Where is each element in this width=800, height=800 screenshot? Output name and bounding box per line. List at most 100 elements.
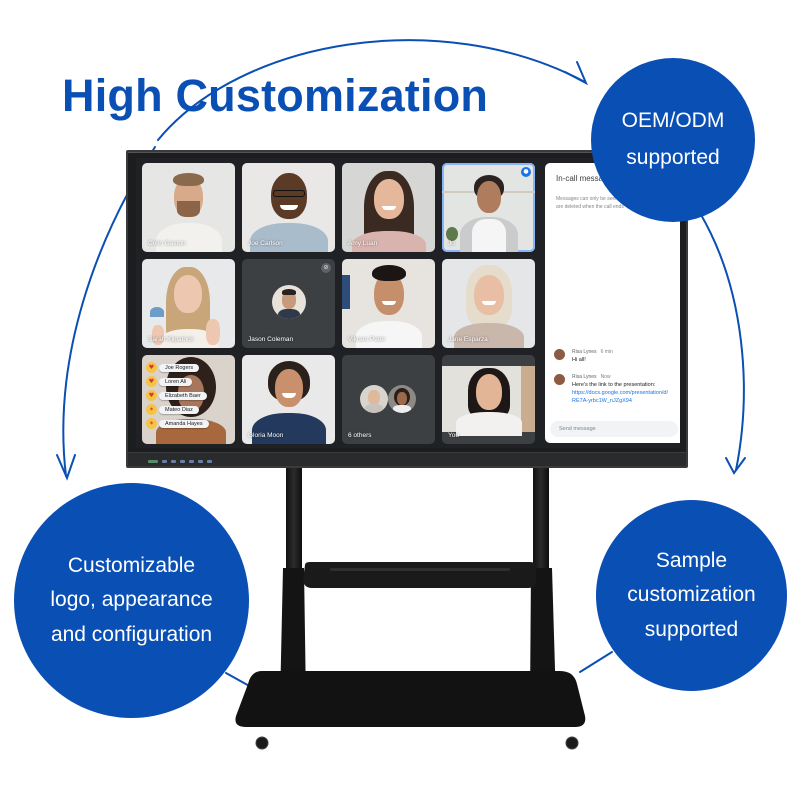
party-emoji-icon: ✶ — [146, 418, 157, 429]
reaction-name: Elizabeth Baer — [159, 391, 207, 400]
base-platform — [235, 671, 586, 727]
participant-tile[interactable]: Joe Carlson — [242, 163, 335, 252]
participant-tile[interactable]: Vikram Patel — [342, 259, 435, 348]
participant-tile-self[interactable]: You — [442, 355, 535, 444]
participant-name: Gloria Moon — [248, 432, 284, 439]
message-body: Here's the link to the presentation: — [572, 382, 656, 388]
participant-tile-group[interactable]: 6 others — [342, 355, 435, 444]
bubble-line: and configuration — [50, 622, 213, 646]
heart-eyes-emoji-icon: ♥ — [146, 362, 157, 373]
chat-notice: Messages can only be seen by people in t… — [556, 196, 674, 210]
right-leg — [530, 568, 556, 703]
sender-avatar — [554, 374, 565, 385]
caster-wheels — [255, 736, 579, 750]
interactive-display: Colin Gaston Joe Carlson — [126, 150, 688, 468]
message-text: Hi all! — [572, 357, 586, 363]
arrowhead-top — [564, 61, 589, 86]
send-message-input[interactable]: Send message — [550, 421, 678, 437]
participant-video — [242, 163, 335, 252]
reaction-item: ♥ Elizabeth Baer — [146, 390, 209, 401]
participant-tile[interactable]: Amy Luan — [342, 163, 435, 252]
reaction-name: Amanda Hayes — [159, 419, 209, 428]
message-text: Here's the link to the presentation: htt… — [572, 382, 668, 406]
presentation-link-cont[interactable]: RE7A-yrbc1W_nJZgX94 — [572, 397, 632, 404]
shelf — [303, 562, 536, 588]
feature-bubble-oem: OEM/ODM supported — [591, 58, 755, 222]
participant-name: 6 others — [348, 432, 372, 439]
participant-name: You — [448, 432, 459, 439]
connector-right — [579, 651, 613, 673]
arc-right — [699, 212, 745, 471]
participant-avatar — [360, 385, 388, 413]
sender-name: Risa Lynes — [572, 349, 597, 355]
reaction-item: ✶ Mateo Diaz — [146, 404, 209, 415]
participant-name: Jane Esparza — [448, 336, 488, 343]
video-call-screen: Colin Gaston Joe Carlson — [136, 158, 680, 448]
feature-bubble-logo: Customizable logo, appearance and config… — [14, 483, 249, 718]
message-time: 6 min — [600, 349, 613, 355]
participant-avatar — [388, 385, 416, 413]
party-emoji-icon: ✶ — [146, 404, 157, 415]
reaction-item: ♥ Loren Ali — [146, 376, 209, 387]
participant-name: Amy Luan — [348, 240, 378, 247]
participant-name: Sarah Kilpatrick — [148, 336, 194, 343]
message-time: Now — [600, 374, 611, 380]
bubble-line: OEM/ODM — [621, 109, 725, 133]
feature-bubble-sample: Sample customization supported — [596, 500, 787, 691]
reaction-name: Mateo Diaz — [159, 405, 199, 414]
participant-video — [442, 259, 535, 348]
participant-tile-active[interactable]: ● Jo — [442, 163, 535, 252]
page-headline: High Customization — [62, 70, 489, 121]
presentation-link[interactable]: https://docs.google.com/presentation/d/ — [572, 389, 669, 396]
participant-tile[interactable]: Sarah Kilpatrick — [142, 259, 235, 348]
chat-title: In-call messages — [556, 174, 617, 183]
participant-video — [142, 259, 235, 348]
speaking-icon: ● — [521, 167, 531, 177]
participant-tile[interactable]: Colin Gaston — [142, 163, 235, 252]
participant-tile[interactable]: ⊘ Jason Coleman — [242, 259, 335, 348]
participant-name: Joe Carlson — [248, 240, 283, 247]
reaction-list: ♥ Joe Rogers ♥ Loren Ali ♥ Elizabeth Bae… — [146, 362, 209, 429]
participant-video — [442, 163, 535, 252]
participant-name: Jason Coleman — [248, 336, 294, 343]
reaction-item: ♥ Joe Rogers — [146, 362, 209, 373]
bubble-line: supported — [644, 617, 739, 641]
right-pole — [533, 466, 549, 574]
participant-tile[interactable]: ♥ Joe Rogers ♥ Loren Ali ♥ Elizabeth Bae… — [142, 355, 235, 444]
mic-off-icon: ⊘ — [321, 263, 331, 273]
reaction-name: Joe Rogers — [159, 363, 200, 372]
arrowhead-left — [56, 454, 76, 481]
participant-tile[interactable]: Jane Esparza — [442, 259, 535, 348]
participant-name: Colin Gaston — [148, 240, 186, 247]
display-bezel — [128, 452, 686, 466]
participant-video — [342, 163, 435, 252]
participant-video — [442, 366, 535, 436]
reaction-item: ✶ Amanda Hayes — [146, 418, 209, 429]
bubble-line: supported — [626, 146, 720, 169]
participant-video — [142, 163, 235, 252]
participant-avatar — [272, 285, 306, 319]
reaction-name: Loren Ali — [159, 377, 193, 386]
front-ports — [148, 460, 212, 463]
left-pole — [286, 466, 302, 574]
participant-video — [242, 355, 335, 444]
participant-grid: Colin Gaston Joe Carlson — [142, 163, 542, 444]
sender-avatar — [554, 349, 565, 360]
arc-top — [157, 39, 586, 141]
participant-tile[interactable]: Gloria Moon — [242, 355, 335, 444]
heart-eyes-emoji-icon: ♥ — [146, 390, 157, 401]
bubble-line: Sample — [655, 549, 728, 573]
arrowhead-right — [725, 457, 746, 475]
bubble-line: Customizable — [67, 554, 196, 578]
participant-name: Jo — [448, 240, 455, 247]
participant-video — [342, 259, 435, 348]
bubble-line: customization — [627, 583, 756, 607]
sender-name: Risa Lynes — [572, 374, 597, 380]
participant-name: Vikram Patel — [348, 336, 385, 343]
shelf-groove — [330, 568, 510, 571]
